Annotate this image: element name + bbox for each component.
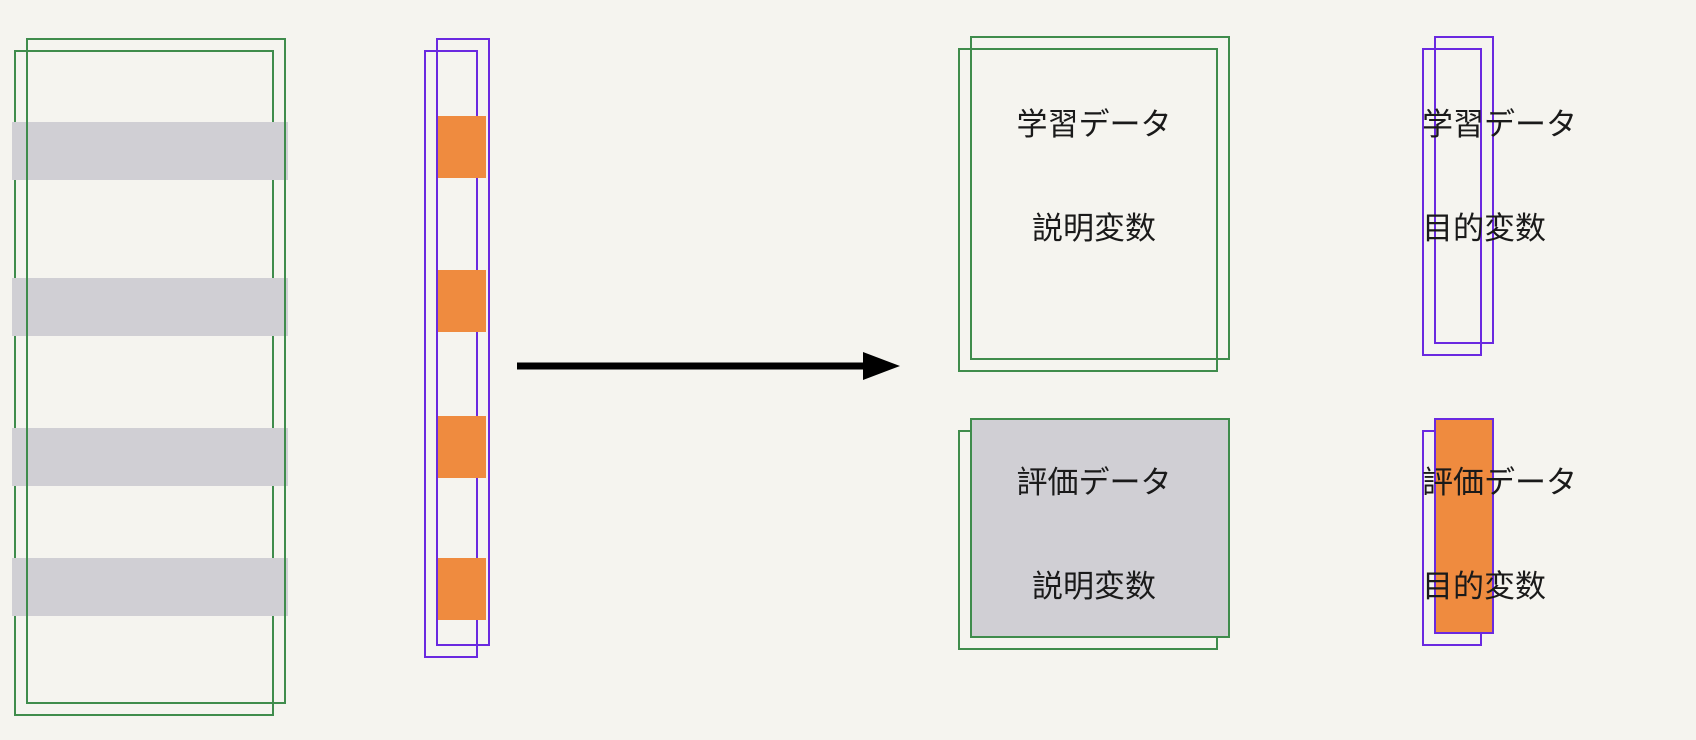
test-target-box	[1422, 418, 1494, 646]
test-features-box	[958, 418, 1230, 650]
source-feature-row-highlight	[12, 122, 288, 180]
source-target-row-highlight	[438, 270, 486, 332]
source-feature-table	[12, 38, 288, 716]
source-feature-row-highlight	[12, 278, 288, 336]
train-target-front-sheet	[1434, 36, 1494, 344]
split-arrow-icon	[517, 352, 900, 380]
source-feature-row-highlight	[12, 428, 288, 486]
source-target-column-front-sheet	[436, 38, 490, 646]
source-target-column-back-sheet	[424, 50, 478, 658]
source-target-row-highlight	[438, 558, 486, 620]
train-features-box	[958, 36, 1230, 372]
test-features-fill	[972, 420, 1228, 636]
source-target-column	[424, 38, 490, 658]
source-feature-table-front-sheet	[26, 38, 286, 704]
test-target-fill	[1436, 420, 1492, 632]
source-feature-table-back-sheet	[14, 50, 274, 716]
train-features-front-sheet	[970, 36, 1230, 360]
train-target-box	[1422, 36, 1494, 356]
train-features-back-sheet	[958, 48, 1218, 372]
test-features-front-sheet	[970, 418, 1230, 638]
test-target-front-sheet	[1434, 418, 1494, 634]
source-target-row-highlight	[438, 116, 486, 178]
train-target-back-sheet	[1422, 48, 1482, 356]
source-feature-row-highlight	[12, 558, 288, 616]
source-target-row-highlight	[438, 416, 486, 478]
